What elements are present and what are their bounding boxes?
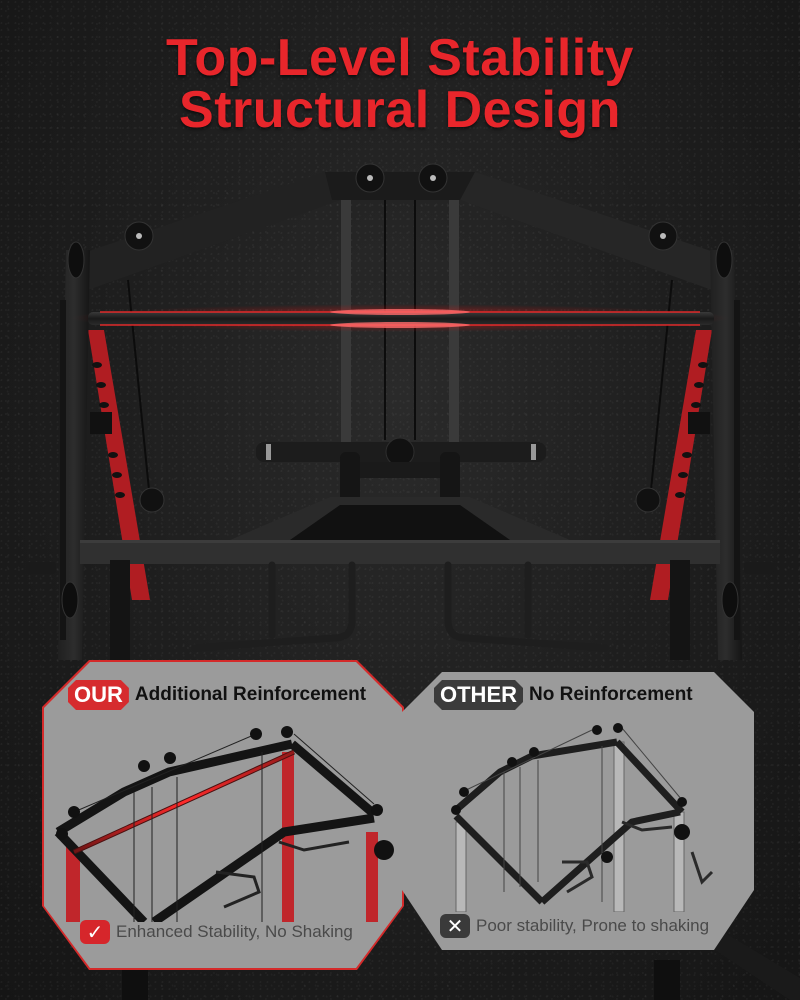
- other-panel-footer-text: Poor stability, Prone to shaking: [476, 916, 710, 935]
- x-icon: ✕: [440, 914, 470, 938]
- left-guide-rod: [341, 200, 351, 500]
- top-frame-left: [68, 172, 340, 290]
- other-comparison-panel: OTHER No Reinforcement: [402, 672, 754, 950]
- right-guide-rod: [449, 200, 459, 500]
- reinforced-frame-illustration: [54, 726, 394, 922]
- multi-grip-handles: [191, 561, 609, 652]
- reinforcement-bar: [88, 312, 714, 325]
- headline-line-2: Structural Design: [179, 81, 621, 139]
- other-panel-title: No Reinforcement: [529, 684, 693, 705]
- pullup-beam: [80, 540, 720, 564]
- non-reinforced-frame-illustration: [451, 723, 714, 912]
- other-panel-header: OTHER No Reinforcement: [434, 680, 693, 710]
- top-frame-center: [325, 172, 475, 200]
- check-icon: ✓: [80, 920, 110, 944]
- our-tag: OUR: [68, 680, 129, 710]
- other-panel-footer: ✕ Poor stability, Prone to shaking: [440, 914, 709, 938]
- other-tag: OTHER: [434, 680, 523, 710]
- our-panel-footer: ✓ Enhanced Stability, No Shaking: [80, 920, 353, 944]
- our-panel-header: OUR Additional Reinforcement: [68, 680, 366, 710]
- headline-line-1: Top-Level Stability: [166, 29, 634, 87]
- top-frame-right: [460, 172, 732, 290]
- our-comparison-panel: OUR Additional Reinforcement: [44, 662, 402, 968]
- our-panel-footer-text: Enhanced Stability, No Shaking: [116, 922, 353, 941]
- right-red-upright: [650, 330, 712, 600]
- left-red-upright: [88, 330, 150, 600]
- our-panel-title: Additional Reinforcement: [134, 684, 367, 705]
- page-title: Top-Level Stability Structural Design: [0, 32, 800, 136]
